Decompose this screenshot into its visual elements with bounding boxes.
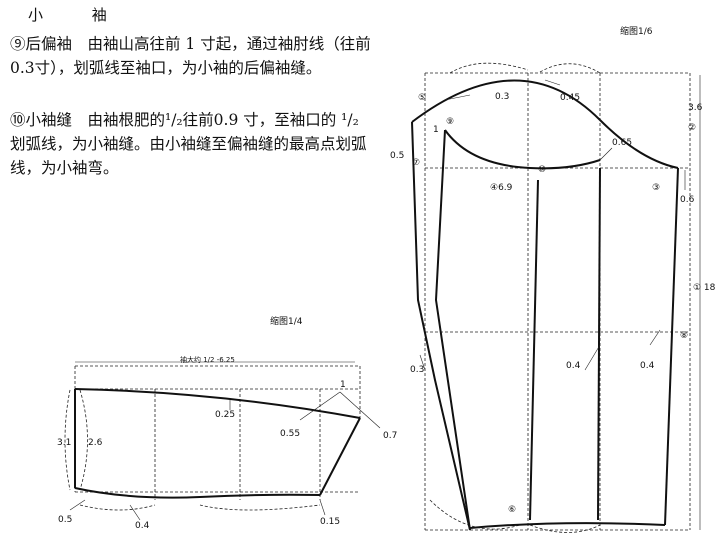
label-1: 1 <box>340 380 346 390</box>
label-0-25: 0.25 <box>215 410 235 420</box>
left-leader-lines <box>69 391 381 521</box>
label-1-right: 1 <box>433 125 439 135</box>
label-0-4-right: 0.4 <box>640 361 655 371</box>
right-leader-lines <box>419 79 686 371</box>
label-circle-5: ⑤ <box>418 93 426 103</box>
right-construction-lines <box>424 62 691 533</box>
instruction-paragraph-10: ⑩小袖缝 由袖根肥的¹/₂往前0.9 寸，至袖口的 ¹/₂ 划弧线，为小袖缝。由… <box>10 111 367 177</box>
label-0-65: 0.65 <box>612 138 632 148</box>
top-dimension-label: 袖大约 1/2 -6.25 <box>180 355 235 364</box>
label-circle-10: ⑩ <box>538 165 546 175</box>
right-sleeve-outline <box>411 79 679 531</box>
label-circle-8: ⑧ <box>680 331 688 341</box>
label-circle-9: ⑨ <box>446 117 454 127</box>
label-circle-7: ⑦ <box>412 158 420 168</box>
right-scale-label: 缩图1/6 <box>620 25 653 37</box>
label-0-4-mid: 0.4 <box>566 361 581 371</box>
label-0-7: 0.7 <box>383 431 397 441</box>
label-0-5-right: 0.5 <box>390 151 404 161</box>
label-0-6: 0.6 <box>680 195 695 205</box>
label-0-3-top: 0.3 <box>495 92 509 102</box>
label-0-55: 0.55 <box>280 429 300 439</box>
label-circle-1-18: ① 18 <box>693 283 716 293</box>
label-0-3-left: 0.3 <box>410 365 424 375</box>
label-3-1: 3.1 <box>57 438 71 448</box>
label-6-9: ④6.9 <box>490 183 513 193</box>
label-circle-3: ③ <box>652 183 660 193</box>
label-0-5: 0.5 <box>58 515 72 525</box>
label-circle-2: ② <box>688 123 696 133</box>
instruction-paragraph-9: ⑨后偏袖 由袖山高往前 1 寸起，通过袖肘线（往前0.3寸），划弧线至袖口，为小… <box>10 35 371 77</box>
label-2-6: 2.6 <box>88 438 103 448</box>
label-0-45: 0.45 <box>560 93 580 103</box>
label-0-4: 0.4 <box>135 521 150 531</box>
label-3-6: 3.6 <box>688 103 703 113</box>
section-heading: 小 袖 <box>28 6 129 24</box>
label-0-15: 0.15 <box>320 517 340 527</box>
left-sleeve-outline <box>74 388 361 499</box>
left-scale-label: 缩图1/4 <box>270 315 303 327</box>
label-circle-6: ⑥ <box>508 505 516 515</box>
